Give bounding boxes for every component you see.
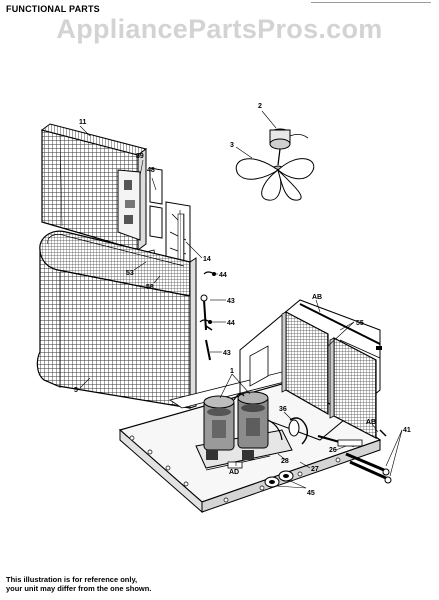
- callout-labels: 11 2 3 59 48 14 53 58 44 43 44 43 5 AB 5…: [74, 103, 411, 497]
- callout-45: 45: [307, 490, 315, 497]
- grille-panels: [239, 299, 382, 441]
- reference-disclaimer: This illustration is for reference only,…: [6, 575, 306, 593]
- callout-43-upper: 43: [227, 298, 235, 305]
- callout-5: 5: [74, 387, 78, 394]
- leader-lines: [79, 110, 403, 489]
- callout-36: 36: [279, 406, 287, 413]
- callout-43-lower: 43: [223, 350, 231, 357]
- disclaimer-line-1: This illustration is for reference only,: [6, 575, 138, 584]
- small-parts: [227, 417, 392, 488]
- fan-assembly: [235, 128, 315, 201]
- disclaimer-line-2: your unit may differ from the one shown.: [6, 584, 152, 593]
- tube-fittings: [199, 271, 216, 361]
- callout-53: 53: [126, 270, 134, 277]
- callout-2: 2: [258, 103, 262, 110]
- callout-ab-lower: AB: [366, 419, 376, 426]
- callout-ad: AD: [229, 469, 239, 476]
- callout-3: 3: [230, 142, 234, 149]
- callout-59: 59: [136, 153, 144, 160]
- callout-55: 55: [356, 320, 364, 327]
- callout-28: 28: [281, 458, 289, 465]
- callout-11: 11: [79, 119, 87, 126]
- callout-48: 48: [147, 167, 155, 174]
- callout-27: 27: [311, 466, 319, 473]
- callout-44-lower: 44: [227, 320, 235, 327]
- callout-41: 41: [403, 427, 411, 434]
- coil-panel: [40, 123, 148, 251]
- watermark: AppliancePartsPros.com: [56, 14, 383, 44]
- callout-44-upper: 44: [219, 272, 227, 279]
- callout-58: 58: [146, 284, 154, 291]
- header-rule: [311, 2, 431, 3]
- callout-1: 1: [230, 368, 234, 375]
- compressors: [195, 391, 293, 471]
- condenser-coil: [36, 230, 197, 409]
- callout-26: 26: [329, 447, 337, 454]
- control-box-parts: [117, 167, 191, 283]
- callout-ab-upper: AB: [312, 294, 322, 301]
- callout-14: 14: [203, 256, 211, 263]
- page-title: FUNCTIONAL PARTS: [6, 4, 100, 14]
